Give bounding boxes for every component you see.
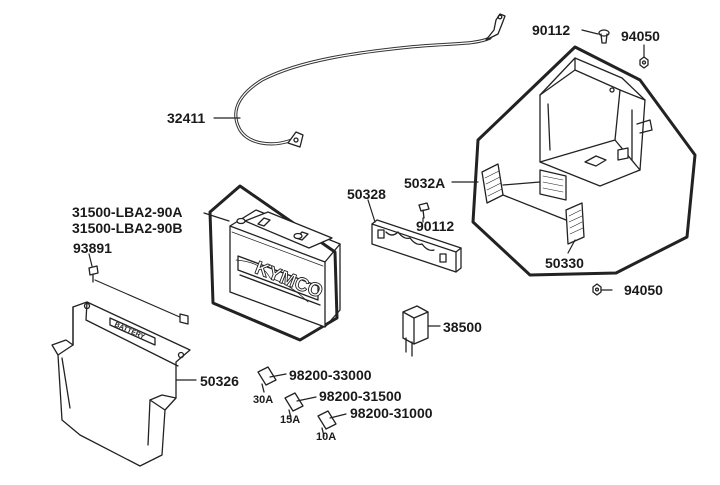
label-98200-31500: 98200-31500 [319,388,402,404]
label-94050-bottom: 94050 [624,282,663,298]
fuse-rating-10a: 10A [316,431,337,443]
label-50328: 50328 [347,186,386,202]
label-32411: 32411 [167,110,206,126]
battery-holder [539,57,653,187]
label-98200-31000: 98200-31000 [350,405,433,421]
label-98200-33000: 98200-33000 [289,367,372,383]
bolt-93891 [88,265,189,325]
label-38500: 38500 [443,319,482,335]
nut-94050-top [639,56,649,69]
screw-90112-top [598,29,610,44]
nut-94050-bottom [592,283,602,296]
starter-relay [402,305,429,357]
label-93891: 93891 [73,240,112,256]
label-31500-b: 31500-LBA2-90B [72,220,183,236]
battery-cover [51,301,191,467]
fuse-rating-15a: 15A [280,414,301,426]
battery [229,209,341,328]
screw-90112-mid [418,202,430,219]
group-outline [471,45,697,277]
fuse-15a [284,392,304,419]
label-90112-top: 90112 [532,22,571,38]
label-90112-mid: 90112 [416,218,455,234]
leader-lines [88,29,645,419]
rubber-pads [481,163,585,245]
label-94050-top: 94050 [621,28,660,44]
fuse-10a [317,410,337,437]
battery-cable [234,13,506,148]
label-50326: 50326 [200,373,239,389]
label-5032A: 5032A [404,175,446,191]
label-31500-a: 31500-LBA2-90A [72,204,183,220]
label-50330: 50330 [545,255,584,271]
battery-outline [208,184,339,342]
fuse-30a [257,366,277,393]
fuse-rating-30a: 30A [253,394,274,406]
